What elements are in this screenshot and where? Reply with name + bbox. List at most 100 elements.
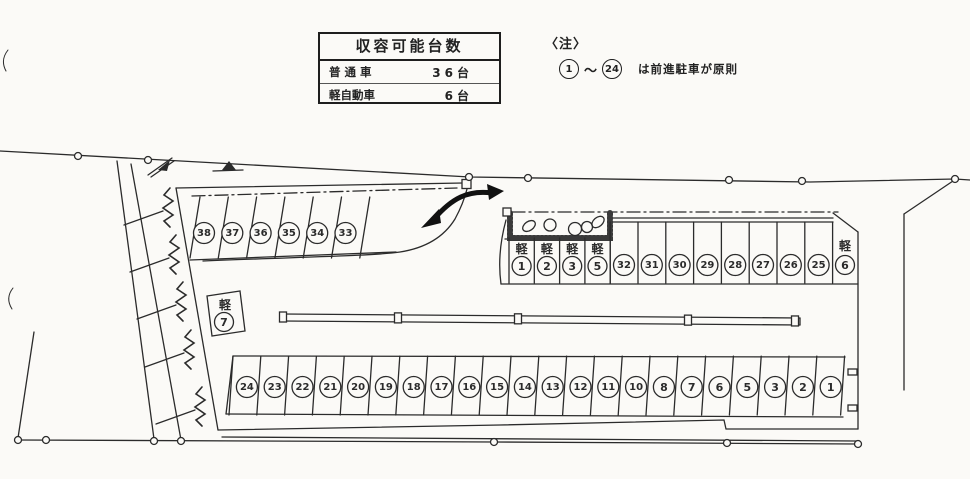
parking-stall-20: 20 bbox=[346, 375, 370, 399]
parking-stall-30: 30 bbox=[668, 253, 691, 277]
stall-row-top: 38 37 36 35 34 33 bbox=[189, 196, 397, 261]
parking-stall-38: 38 bbox=[192, 221, 216, 245]
parking-stall-24: 24 bbox=[235, 375, 259, 399]
median-strip bbox=[278, 311, 801, 327]
svg-text:17: 17 bbox=[435, 382, 449, 393]
svg-text:20: 20 bbox=[351, 382, 365, 393]
parking-stall-18: 18 bbox=[402, 375, 425, 399]
svg-text:14: 14 bbox=[518, 382, 532, 393]
svg-text:3: 3 bbox=[771, 381, 779, 394]
range-tilde: 〜 bbox=[584, 63, 598, 79]
parking-stall-kei-1: 軽1 bbox=[511, 241, 532, 277]
svg-text:7: 7 bbox=[688, 381, 696, 394]
note-text: は前進駐車が原則 bbox=[638, 62, 739, 76]
parking-stall-36: 36 bbox=[249, 221, 272, 245]
parking-stall-34: 34 bbox=[306, 221, 329, 245]
svg-text:2: 2 bbox=[799, 381, 807, 394]
parking-stall-32: 32 bbox=[612, 253, 636, 277]
svg-text:33: 33 bbox=[339, 228, 353, 239]
svg-text:18: 18 bbox=[407, 382, 421, 393]
parking-stall-10: 10 bbox=[624, 375, 648, 399]
parking-stall-kei-5: 軽5 bbox=[587, 241, 608, 277]
svg-text:6: 6 bbox=[841, 259, 849, 272]
parking-stall-23: 23 bbox=[263, 375, 286, 399]
parking-stall-1: 1 bbox=[819, 375, 842, 399]
svg-text:7: 7 bbox=[220, 316, 228, 329]
pole-symbol bbox=[147, 157, 244, 178]
parking-stall-2: 2 bbox=[791, 375, 815, 399]
svg-text:25: 25 bbox=[812, 260, 826, 271]
parking-stall-7: 7 bbox=[680, 375, 703, 399]
svg-text:6: 6 bbox=[716, 381, 724, 394]
parking-stall-13: 13 bbox=[541, 375, 564, 399]
svg-text:12: 12 bbox=[574, 382, 588, 393]
svg-text:軽: 軽 bbox=[839, 238, 852, 253]
parking-stall-5: 5 bbox=[736, 375, 759, 399]
svg-text:軽: 軽 bbox=[541, 241, 554, 256]
scan-mark bbox=[2, 49, 14, 310]
svg-text:38: 38 bbox=[197, 228, 211, 239]
capacity-row-standard: 普 通 車 36台 bbox=[320, 61, 499, 83]
parking-stall-kei-6: 軽6 bbox=[834, 238, 856, 276]
capacity-label: 軽自動車 bbox=[329, 88, 375, 102]
svg-text:軽: 軽 bbox=[566, 241, 579, 256]
svg-text:36: 36 bbox=[254, 228, 268, 239]
svg-text:32: 32 bbox=[617, 260, 631, 271]
slope-spring-symbols bbox=[123, 187, 207, 427]
svg-text:13: 13 bbox=[546, 382, 560, 393]
capacity-table-title: 収容可能台数 bbox=[320, 34, 499, 61]
parking-stall-6: 6 bbox=[708, 375, 731, 399]
parking-stall-3: 3 bbox=[763, 375, 787, 399]
note-line: 1 〜 24 は前進駐車が原則 bbox=[559, 59, 738, 79]
svg-text:37: 37 bbox=[225, 228, 239, 239]
svg-text:23: 23 bbox=[268, 382, 282, 393]
parking-stall-19: 19 bbox=[374, 375, 398, 399]
note-block: 〈注〉 1 〜 24 は前進駐車が原則 bbox=[545, 33, 738, 79]
svg-text:5: 5 bbox=[594, 260, 602, 273]
parking-stall-8: 8 bbox=[652, 375, 676, 399]
svg-text:8: 8 bbox=[660, 381, 668, 394]
svg-text:26: 26 bbox=[784, 260, 798, 271]
svg-text:10: 10 bbox=[629, 382, 643, 393]
svg-text:11: 11 bbox=[601, 382, 615, 393]
parking-stall-17: 17 bbox=[430, 375, 453, 399]
svg-text:34: 34 bbox=[310, 228, 324, 239]
parking-stall-16: 16 bbox=[458, 375, 481, 399]
capacity-row-kei: 軽自動車 6台 bbox=[320, 83, 499, 106]
parking-stall-15: 15 bbox=[485, 375, 509, 399]
parking-stall-kei-3: 軽3 bbox=[562, 241, 583, 277]
parking-stall-25: 25 bbox=[807, 253, 830, 277]
parking-stall-33: 33 bbox=[334, 221, 357, 245]
survey-points bbox=[13, 151, 960, 449]
svg-text:31: 31 bbox=[645, 260, 659, 271]
circled-number-start: 1 bbox=[559, 59, 579, 79]
parking-stall-28: 28 bbox=[724, 253, 747, 277]
capacity-table: 収容可能台数 普 通 車 36台 軽自動車 6台 bbox=[318, 32, 501, 104]
note-heading: 〈注〉 bbox=[545, 37, 588, 52]
capacity-label: 普 通 車 bbox=[329, 65, 372, 79]
parking-stall-kei-7: 軽7 bbox=[206, 290, 246, 337]
svg-text:3: 3 bbox=[568, 260, 576, 273]
svg-text:15: 15 bbox=[490, 382, 504, 393]
parking-stall-22: 22 bbox=[291, 375, 314, 399]
svg-text:16: 16 bbox=[462, 382, 476, 393]
svg-text:35: 35 bbox=[282, 228, 296, 239]
svg-text:22: 22 bbox=[296, 382, 310, 393]
parking-stall-14: 14 bbox=[513, 375, 537, 399]
circled-number-end: 24 bbox=[602, 59, 623, 79]
parking-stall-29: 29 bbox=[696, 253, 719, 277]
svg-text:30: 30 bbox=[673, 260, 687, 271]
entrance-arrow bbox=[421, 184, 504, 228]
svg-text:24: 24 bbox=[240, 382, 254, 393]
svg-text:5: 5 bbox=[743, 381, 751, 394]
svg-text:軽: 軽 bbox=[219, 297, 232, 312]
svg-text:27: 27 bbox=[756, 260, 770, 271]
capacity-value: 36台 bbox=[432, 65, 473, 80]
parking-stall-31: 31 bbox=[640, 253, 663, 277]
parking-stall-12: 12 bbox=[569, 375, 592, 399]
svg-text:軽: 軽 bbox=[516, 241, 529, 256]
